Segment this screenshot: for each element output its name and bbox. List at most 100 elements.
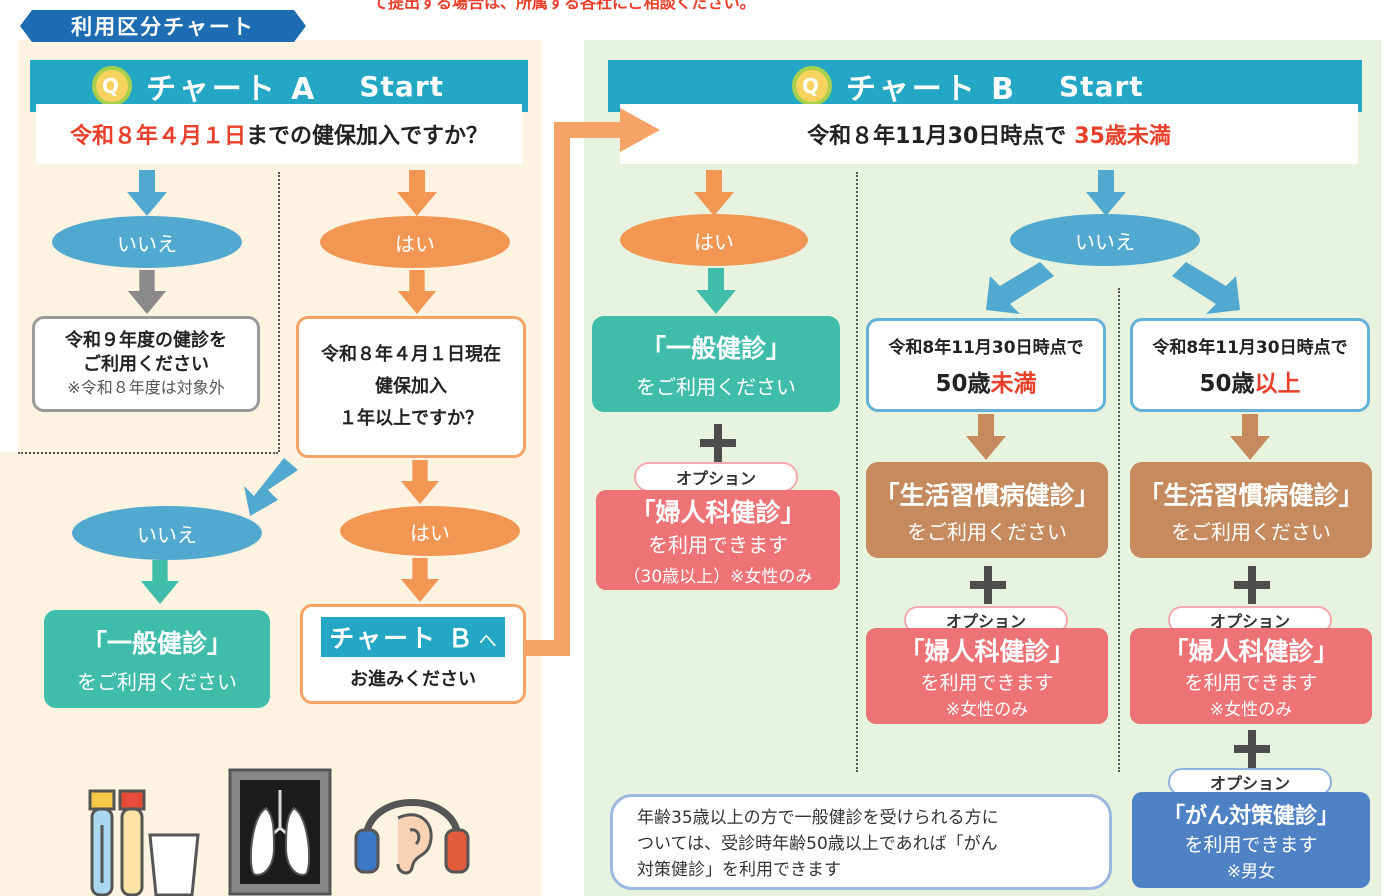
divider-line <box>1118 288 1120 772</box>
gynecology-note: （30歳以上）※女性のみ <box>623 567 813 587</box>
yes-oval: はい <box>320 216 510 268</box>
chart-b-label: チャート Ｂ へ <box>321 617 505 657</box>
no-oval-b: いいえ <box>1010 214 1200 266</box>
membership-question-box: 令和８年４月１日現在 健保加入 １年以上ですか？ <box>296 316 526 458</box>
lifestyle-title: 「生活習慣病健診」 <box>874 480 1100 510</box>
gynecology-sub: を利用できます <box>1184 672 1318 694</box>
next-year-note: ※令和８年度は対象外 <box>67 378 225 397</box>
general-checkup-title: 「一般健診」 <box>81 628 232 658</box>
lung-xray-icon <box>228 768 332 896</box>
next-year-line1: 令和９年度の健診を <box>65 330 227 351</box>
membership-q-line2: 健保加入 <box>375 376 447 397</box>
age-note-box: 年齢35歳以上の方で一般健診を受けられる方に ついては、受診時年齢50歳以上であ… <box>610 794 1112 890</box>
gynecology-note: ※女性のみ <box>945 700 1029 720</box>
top-note: て提出する場合は、所属する各社にご相談ください。 <box>372 0 756 12</box>
over-50-box: 令和8年11月30日時点で 50歳以上 <box>1130 318 1370 412</box>
down-arrow-icon <box>694 170 734 216</box>
cancer-title: 「がん対策健診」 <box>1162 804 1339 829</box>
down-arrow-icon <box>397 270 437 314</box>
chart-b-title: チャート B <box>846 72 1018 107</box>
under-50-line1: 令和8年11月30日時点で <box>888 337 1084 358</box>
gynecology-sub: を利用できます <box>920 672 1054 694</box>
general-checkup-title: 「一般健診」 <box>640 333 791 363</box>
general-checkup-sub: をご利用ください <box>636 374 796 399</box>
next-year-line2: ご利用ください <box>83 354 209 375</box>
membership-q-line3: １年以上ですか？ <box>339 408 483 429</box>
chart-a-start: Start <box>359 69 445 103</box>
lifestyle-checkup-box-under50: 「生活習慣病健診」 をご利用ください <box>866 462 1108 558</box>
headphones-hearing-icon <box>354 799 470 875</box>
chart-b-question-text: 令和８年11月30日時点で <box>807 124 1067 149</box>
section-tab: 利用区分チャート <box>20 10 306 42</box>
yes-oval-b: はい <box>620 214 808 266</box>
divider-line <box>856 172 858 772</box>
chart-b-sub: お進みください <box>350 669 476 690</box>
diagonal-arrow-icon <box>986 262 1054 314</box>
note-line: 対策健診」を利用できます <box>637 860 841 880</box>
chart-a-question: 令和８年４月１日 までの健保加入ですか？ <box>36 104 522 164</box>
chart-a-title: チャート A <box>146 72 318 107</box>
lifestyle-title: 「生活習慣病健診」 <box>1138 480 1364 510</box>
down-arrow-icon <box>127 170 167 216</box>
down-arrow-icon <box>140 560 180 604</box>
general-checkup-sub: をご利用ください <box>77 669 237 694</box>
cancer-note: ※男女 <box>1226 862 1276 882</box>
over-50-line1: 令和8年11月30日時点で <box>1152 337 1348 358</box>
plus-icon <box>970 566 1006 604</box>
plus-icon <box>1234 730 1270 768</box>
down-arrow-icon <box>400 460 440 504</box>
go-to-chart-b-box[interactable]: チャート Ｂ へ お進みください <box>300 604 526 704</box>
down-arrow-icon <box>1086 170 1126 216</box>
down-arrow-icon <box>696 268 736 314</box>
down-arrow-icon <box>400 558 440 602</box>
chart-b-start: Start <box>1059 69 1144 103</box>
general-checkup-box-a: 「一般健診」 をご利用ください <box>44 610 270 708</box>
gynecology-box-under35: 「婦人科健診」 を利用できます （30歳以上）※女性のみ <box>596 490 840 590</box>
gynecology-title: 「婦人科健診」 <box>899 637 1075 666</box>
gynecology-box-over50: 「婦人科健診」 を利用できます ※女性のみ <box>1130 628 1372 724</box>
divider-line <box>278 172 280 452</box>
down-arrow-icon <box>397 170 437 216</box>
gynecology-note: ※女性のみ <box>1209 700 1293 720</box>
next-year-result-box: 令和９年度の健診を ご利用ください ※令和８年度は対象外 <box>32 316 260 412</box>
chart-a-header: Q チャート A Start <box>30 60 528 112</box>
down-arrow-icon <box>127 270 167 314</box>
under-50-box: 令和8年11月30日時点で 50歳未満 <box>866 318 1106 412</box>
down-arrow-icon <box>1230 414 1270 460</box>
lifestyle-sub: をご利用ください <box>1171 519 1331 544</box>
cancer-checkup-box: 「がん対策健診」 を利用できます ※男女 <box>1132 792 1370 888</box>
chart-b-header: Q チャート B Start <box>608 60 1362 112</box>
connector-arrowhead-icon <box>620 108 660 152</box>
no-oval-2: いいえ <box>72 506 262 560</box>
lifestyle-sub: をご利用ください <box>907 519 1067 544</box>
chart-a-background-lower <box>0 452 18 896</box>
gynecology-sub: を利用できます <box>648 533 788 557</box>
test-tubes-icon <box>88 789 200 896</box>
under-50-age: 50歳未満 <box>935 370 1037 397</box>
note-line: 年齢35歳以上の方で一般健診を受けられる方に <box>637 808 999 828</box>
general-checkup-box-b: 「一般健診」 をご利用ください <box>592 316 840 412</box>
yes-oval-2: はい <box>340 506 520 556</box>
lifestyle-checkup-box-over50: 「生活習慣病健診」 をご利用ください <box>1130 462 1372 558</box>
over-50-age: 50歳以上 <box>1199 370 1301 397</box>
gynecology-title: 「婦人科健診」 <box>1163 637 1339 666</box>
plus-icon <box>700 424 736 462</box>
question-icon: Q <box>92 66 132 106</box>
chart-b-question-age: 35歳未満 <box>1074 124 1171 149</box>
gynecology-box-under50: 「婦人科健診」 を利用できます ※女性のみ <box>866 628 1108 724</box>
chart-b-question: 令和８年11月30日時点で 35歳未満 <box>620 104 1358 164</box>
divider-line <box>18 452 278 454</box>
diagonal-arrow-icon <box>1172 262 1240 314</box>
connector-arrow <box>524 122 620 656</box>
membership-q-line1: 令和８年４月１日現在 <box>321 344 501 365</box>
plus-icon <box>1234 566 1270 604</box>
gynecology-title: 「婦人科健診」 <box>630 498 806 527</box>
down-arrow-icon <box>966 414 1006 460</box>
cancer-sub: を利用できます <box>1184 834 1318 856</box>
diagonal-arrow-icon <box>244 458 298 516</box>
note-line: ついては、受診時年齢50歳以上であれば「がん <box>637 834 998 854</box>
chart-a-question-date: 令和８年４月１日 <box>69 124 246 149</box>
no-oval: いいえ <box>52 216 242 268</box>
chart-a-question-text: までの健保加入ですか？ <box>246 124 489 149</box>
